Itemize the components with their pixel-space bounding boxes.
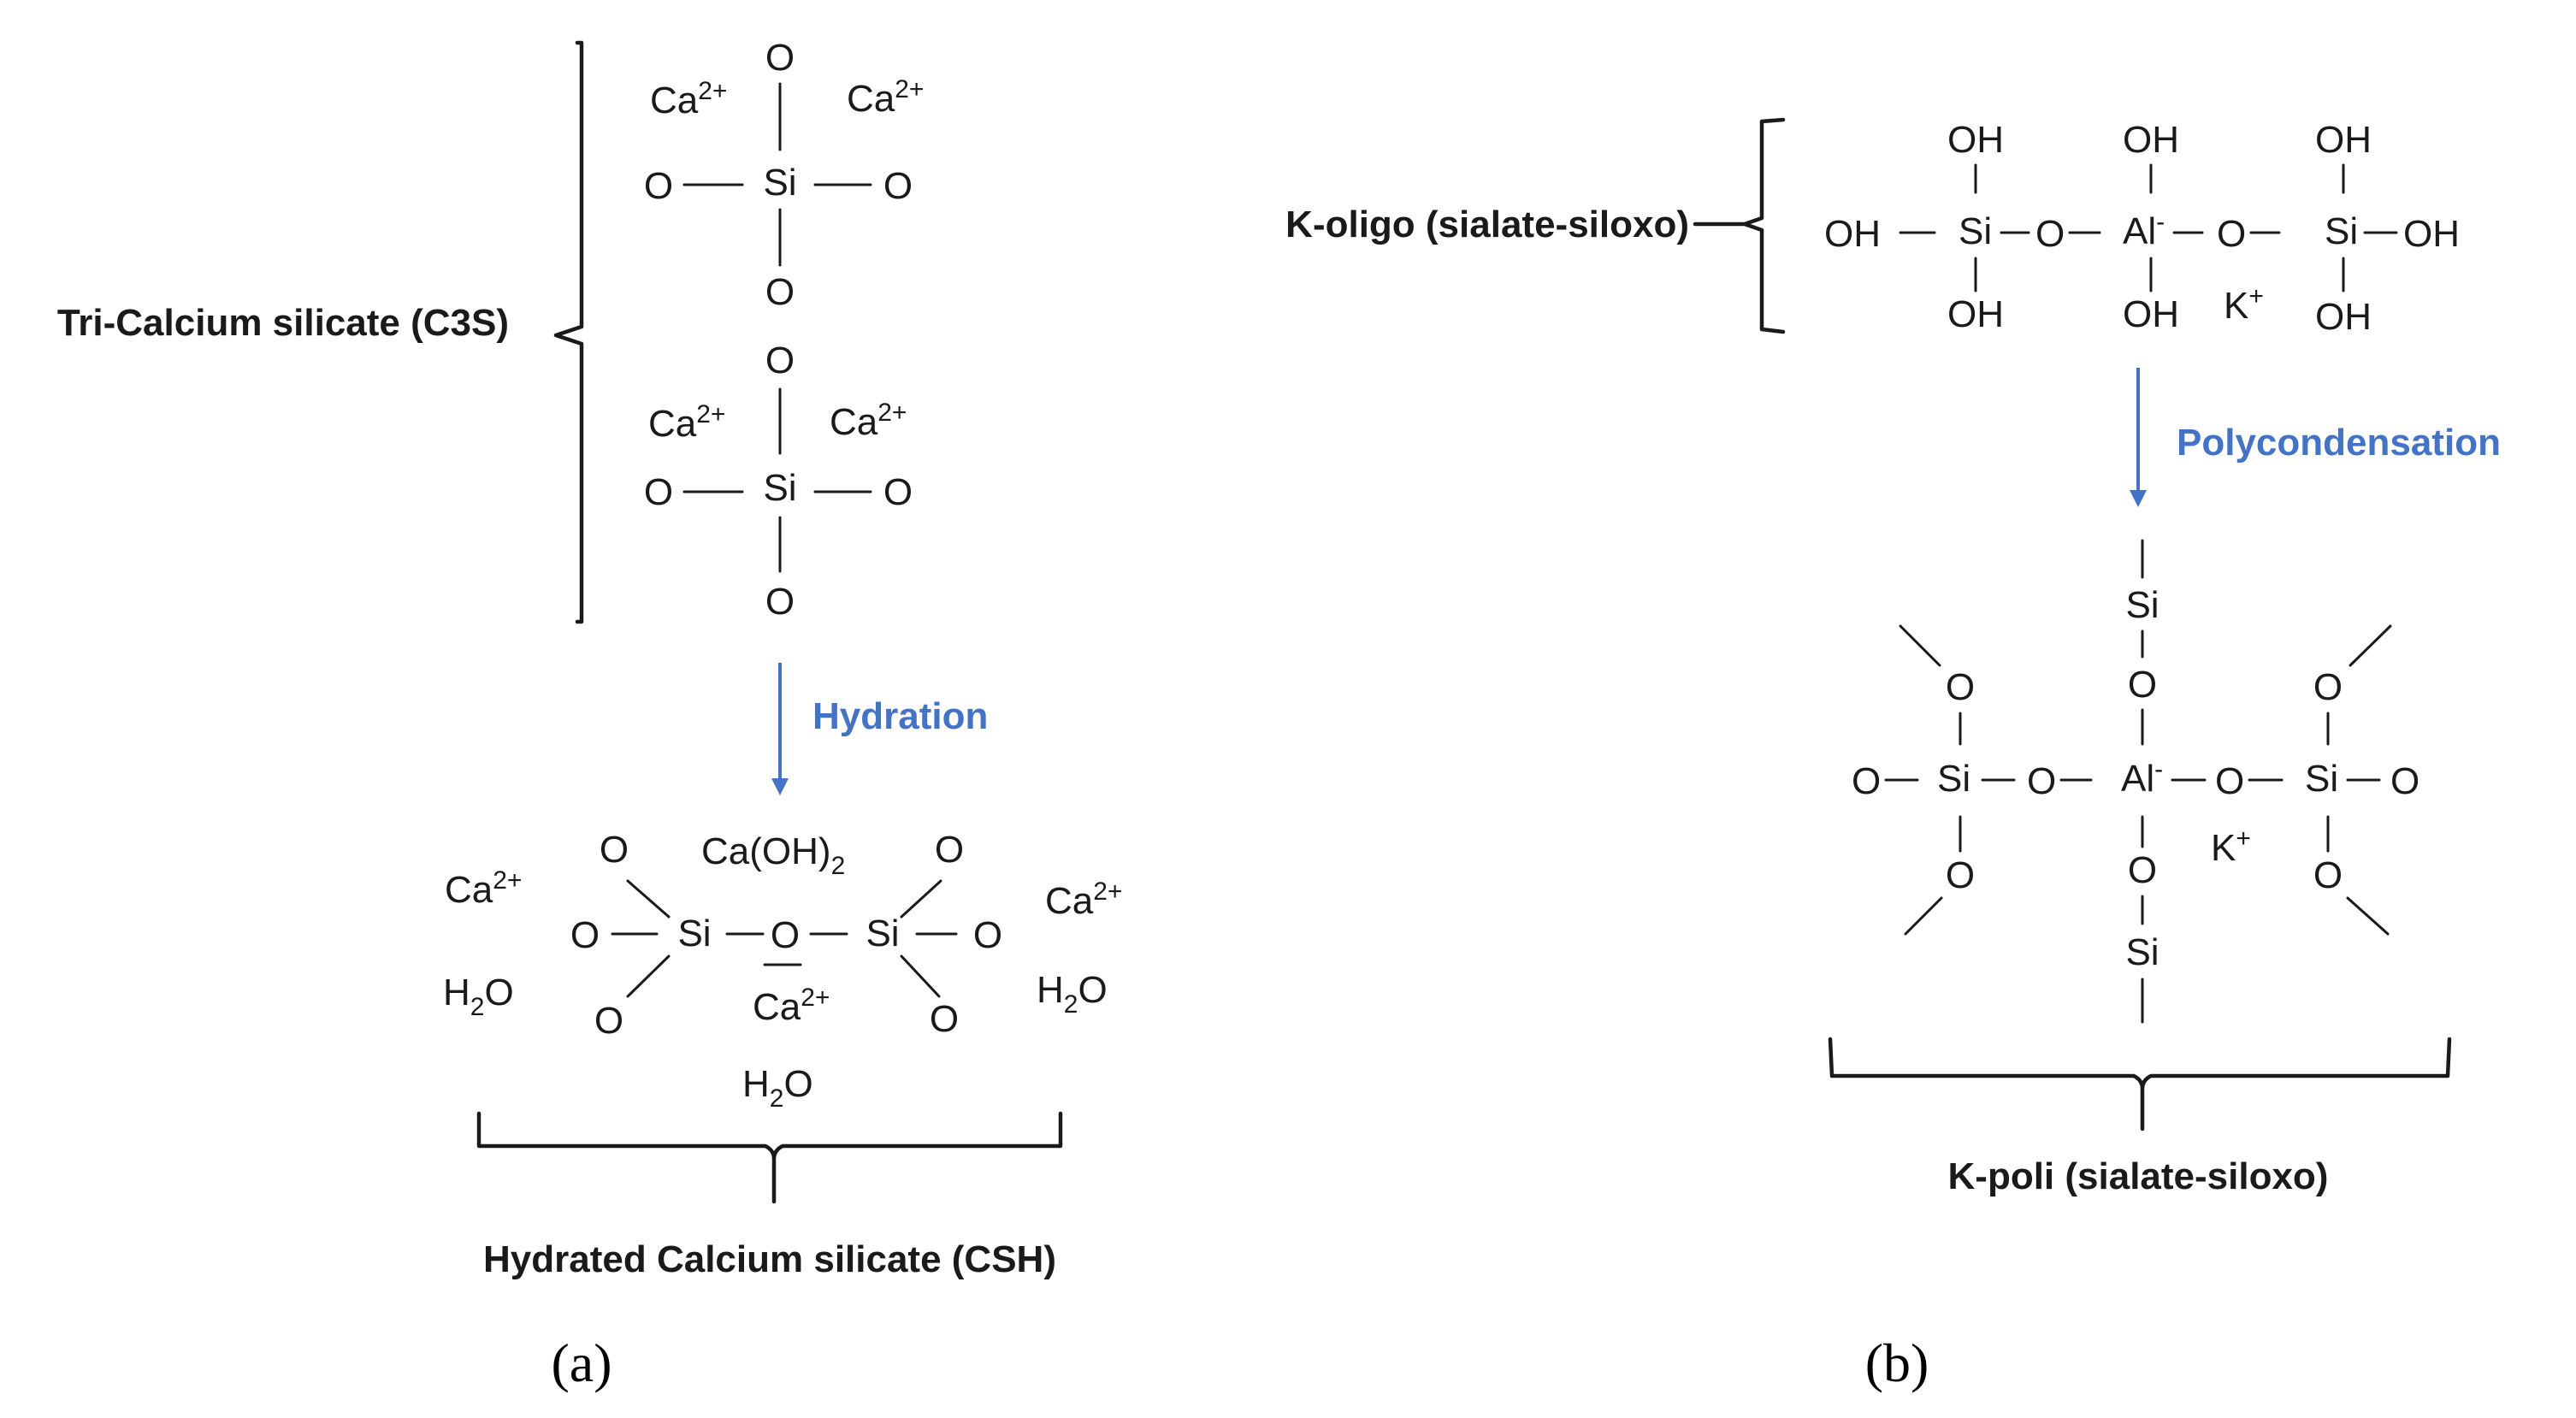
poli-o-right-bottom: O xyxy=(2313,854,2343,896)
oligo-si-right: Si xyxy=(2325,210,2358,252)
k-poli-label: K-poli (sialate-siloxo) xyxy=(1948,1155,2329,1197)
csh-oxygen-bottom-right: O xyxy=(930,998,959,1040)
oligo-o-2: O xyxy=(2217,213,2246,255)
silicate-unit-1: O Ca2+ Ca2+ O Si O O xyxy=(644,37,925,313)
oligo-oh-right: OH xyxy=(2403,213,2460,255)
oligo-oh-top-2: OH xyxy=(2123,119,2179,161)
c3s-bracket xyxy=(553,40,584,624)
silicate-unit-2: O Ca2+ Ca2+ O Si O O xyxy=(644,340,913,623)
oligo-oh-bottom-2: OH xyxy=(2123,293,2179,335)
unit2-bottom-oxygen: O xyxy=(765,581,795,623)
csh-silicon-right: Si xyxy=(866,913,899,954)
c3s-label: Tri-Calcium silicate (C3S) xyxy=(57,302,509,344)
unit1-ca-ion-right: Ca2+ xyxy=(847,75,924,120)
unit1-ca-ion-left: Ca2+ xyxy=(650,77,727,121)
poli-al: Al- xyxy=(2121,755,2163,800)
csh-label: Hydrated Calcium silicate (CSH) xyxy=(483,1238,1056,1280)
oligo-al: Al- xyxy=(2123,208,2165,252)
panel-b-caption: (b) xyxy=(1865,1332,1929,1393)
csh-water-right: H2O xyxy=(1037,969,1108,1019)
poli-si-right: Si xyxy=(2305,758,2338,800)
oligo-oh-left: OH xyxy=(1824,213,1881,255)
oligo-oh-bottom-1: OH xyxy=(1947,293,2004,335)
unit1-bottom-oxygen: O xyxy=(765,271,795,313)
unit2-ca-ion-left: Ca2+ xyxy=(648,400,725,445)
k-oligo-structure: OH OH OH OH Si O Al- O Si OH OH OH K+ xyxy=(1824,119,2460,338)
unit1-silicon: Si xyxy=(763,162,796,204)
unit2-ca-ion-right: Ca2+ xyxy=(830,399,907,443)
csh-oxygen-right: O xyxy=(973,914,1002,956)
unit1-top-oxygen: O xyxy=(765,37,795,79)
poli-o-top: O xyxy=(2128,664,2157,706)
csh-ca-ion-left: Ca2+ xyxy=(445,866,522,911)
csh-oxygen-left: O xyxy=(570,914,600,956)
oligo-oh-top-3: OH xyxy=(2315,119,2372,161)
poli-si-bottom: Si xyxy=(2125,931,2159,973)
oligo-k-ion: K+ xyxy=(2224,282,2264,327)
poli-o-left: O xyxy=(2027,760,2056,802)
csh-silicon-left: Si xyxy=(677,913,711,954)
csh-oxygen-top-right: O xyxy=(935,829,964,871)
unit1-right-oxygen: O xyxy=(883,165,913,207)
csh-bridging-oxygen: O xyxy=(771,914,800,956)
poli-si-left: Si xyxy=(1937,758,1970,800)
oligo-si-left: Si xyxy=(1959,210,1992,252)
csh-calcium-hydroxide: Ca(OH)2 xyxy=(701,830,845,880)
hydration-label: Hydration xyxy=(812,695,988,737)
csh-water-left: H2O xyxy=(443,972,514,1021)
poli-o-left-top: O xyxy=(1946,666,1975,708)
poli-si-top: Si xyxy=(2125,584,2159,626)
csh-water-center: H2O xyxy=(742,1063,813,1113)
unit1-left-oxygen: O xyxy=(644,165,673,207)
poli-o-left-bottom: O xyxy=(1946,854,1975,896)
poli-o-right-top: O xyxy=(2313,666,2343,708)
unit2-silicon: Si xyxy=(763,467,796,509)
csh-oxygen-top-left: O xyxy=(600,829,629,871)
polycondensation-label: Polycondensation xyxy=(2177,422,2501,464)
poli-o-right: O xyxy=(2215,760,2244,802)
poli-o-far-right: O xyxy=(2390,760,2419,802)
poli-k-ion: K+ xyxy=(2211,824,2251,869)
csh-ca-ion-right: Ca2+ xyxy=(1045,877,1122,922)
panel-a: Tri-Calcium silicate (C3S) O Ca2+ Ca2+ O… xyxy=(57,37,1123,1393)
csh-structure: Ca2+ H2O O Ca(OH)2 O O Si O Si O Ca2+ H2… xyxy=(443,829,1122,1113)
csh-ca-ion-center: Ca2+ xyxy=(753,984,830,1028)
oligo-oh-bottom-3: OH xyxy=(2315,296,2372,338)
unit2-left-oxygen: O xyxy=(644,471,673,513)
k-poli-brace xyxy=(1828,1037,2452,1131)
poli-o-far-left: O xyxy=(1852,760,1881,802)
k-poli-structure: Si O O O O Si O Al- O Si O O xyxy=(1852,539,2419,1024)
unit2-top-oxygen: O xyxy=(765,340,795,381)
poli-o-bottom: O xyxy=(2128,849,2157,891)
csh-brace xyxy=(476,1111,1063,1204)
k-oligo-label: K-oligo (sialate-siloxo) xyxy=(1285,204,1689,245)
panel-a-caption: (a) xyxy=(551,1332,612,1393)
panel-b: K-oligo (sialate-siloxo) OH OH OH OH Si … xyxy=(1285,117,2501,1393)
unit2-right-oxygen: O xyxy=(883,471,913,513)
csh-oxygen-bottom-left: O xyxy=(594,1000,623,1042)
oligo-o-1: O xyxy=(2035,213,2065,255)
k-oligo-bracket xyxy=(1693,117,1786,334)
oligo-oh-top-1: OH xyxy=(1947,119,2004,161)
